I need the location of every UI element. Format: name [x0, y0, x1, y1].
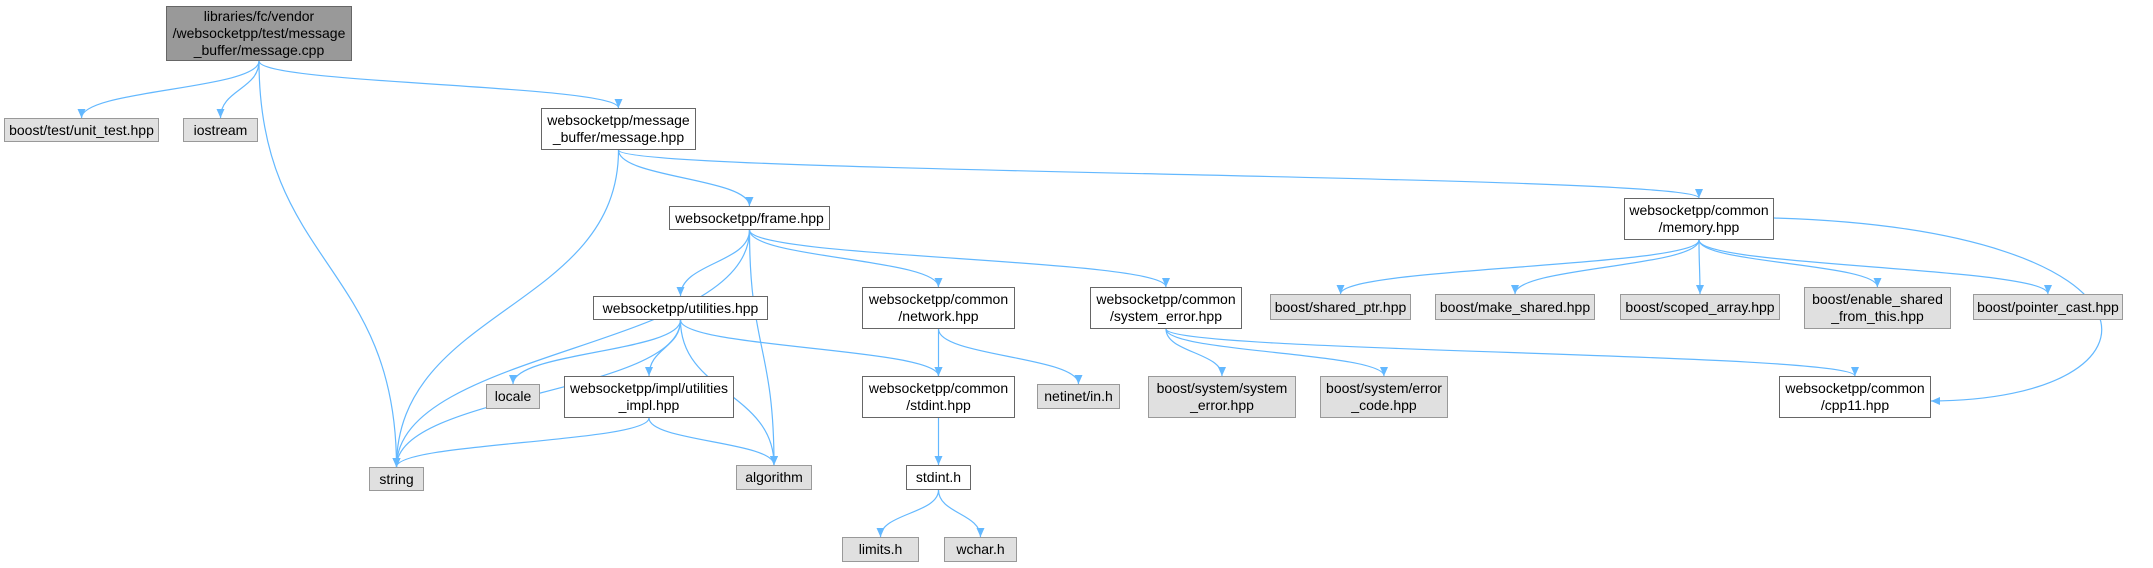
edge-message_hpp-to-frame [617, 149, 751, 207]
edge-memory-to-pointer_cast [1698, 239, 2049, 295]
edge-memory-to-make_shared [1514, 239, 1700, 295]
arrowhead-icon [614, 98, 623, 108]
node-cpp11-hpp[interactable]: websocketpp/common /cpp11.hpp [1779, 376, 1931, 418]
node-locale: locale [486, 384, 540, 409]
arrowhead-icon [745, 196, 754, 206]
node-wchar-h: wchar.h [944, 537, 1017, 562]
arrowhead-icon [769, 455, 778, 465]
edge-utilities-to-stdint_hpp [679, 319, 940, 377]
node-netinet-in-h: netinet/in.h [1037, 384, 1120, 409]
node-message-hpp[interactable]: websocketpp/message _buffer/message.hpp [541, 108, 696, 150]
node-boost-scoped-array-hpp: boost/scoped_array.hpp [1620, 294, 1780, 320]
arrowhead-icon [1074, 375, 1083, 384]
edge-utilities_impl-to-algorithm [648, 417, 775, 466]
node-utilities-hpp[interactable]: websocketpp/utilities.hpp [593, 296, 768, 320]
edge-root-to-message_hpp [258, 60, 620, 109]
edge-frame-to-network [748, 229, 940, 288]
edge-message_hpp-to-memory [617, 149, 1700, 199]
arrowhead-icon [1380, 366, 1388, 376]
edge-frame-to-algorithm [748, 229, 775, 466]
node-boost-system-error-code-hpp: boost/system/error _code.hpp [1320, 376, 1448, 418]
edge-message_hpp-to-string [395, 149, 620, 468]
arrowhead-icon [1218, 366, 1226, 376]
edge-stdint_h-to-wchar [937, 489, 982, 538]
edge-root-to-string [258, 60, 398, 468]
node-stdint-h[interactable]: stdint.h [906, 465, 971, 490]
edge-network-to-netinet [937, 328, 1080, 385]
arrowhead-icon [2044, 285, 2052, 294]
node-limits-h: limits.h [842, 537, 919, 562]
node-boost-system-system-error-hpp: boost/system/system _error.hpp [1148, 376, 1296, 418]
arrowhead-icon [644, 367, 653, 376]
node-utilities-impl-hpp[interactable]: websocketpp/impl/utilities _impl.hpp [564, 376, 734, 418]
arrowhead-icon [934, 366, 943, 376]
arrowhead-icon [508, 375, 517, 384]
arrowhead-icon [1851, 366, 1859, 376]
arrowhead-icon [1873, 277, 1882, 287]
edge-frame-to-string [395, 229, 751, 468]
node-iostream: iostream [183, 118, 258, 142]
edge-memory-to-enable_shared [1698, 239, 1879, 288]
node-frame-hpp[interactable]: websocketpp/frame.hpp [669, 206, 830, 230]
arrowhead-icon [77, 108, 86, 118]
arrowhead-icon [934, 278, 943, 287]
arrowhead-icon [392, 457, 401, 467]
node-network-hpp[interactable]: websocketpp/common /network.hpp [862, 287, 1015, 329]
node-boost-make-shared-hpp: boost/make_shared.hpp [1435, 294, 1595, 320]
arrowhead-icon [976, 528, 985, 537]
arrowhead-icon [216, 108, 225, 118]
node-boost-unit-test-hpp: boost/test/unit_test.hpp [4, 118, 159, 142]
node-boost-pointer-cast-hpp: boost/pointer_cast.hpp [1973, 294, 2123, 320]
arrowhead-icon [934, 455, 943, 465]
edge-utilities-to-locale [512, 319, 682, 385]
arrowhead-icon [1511, 285, 1519, 294]
edge-utilities_impl-to-string [395, 417, 650, 468]
edge-system_error-to-sys_error_code [1165, 328, 1385, 377]
arrowhead-icon [876, 528, 885, 537]
node-memory-hpp[interactable]: websocketpp/common /memory.hpp [1624, 198, 1774, 240]
arrowhead-icon [1336, 285, 1345, 294]
node-stdint-hpp[interactable]: websocketpp/common /stdint.hpp [862, 376, 1015, 418]
node-algorithm: algorithm [736, 465, 812, 490]
edge-frame-to-system_error [748, 229, 1167, 288]
arrowhead-icon [1162, 278, 1170, 287]
edge-frame-to-utilities [679, 229, 751, 297]
arrowhead-icon [676, 287, 685, 296]
edge-system_error-to-cpp11 [1165, 328, 1856, 377]
node-boost-enable-shared-from-this-hpp: boost/enable_shared _from_this.hpp [1804, 287, 1951, 329]
node-system-error-hpp[interactable]: websocketpp/common /system_error.hpp [1090, 287, 1242, 329]
node-message-cpp[interactable]: libraries/fc/vendor /websocketpp/test/me… [166, 6, 352, 61]
node-boost-shared-ptr-hpp: boost/shared_ptr.hpp [1270, 294, 1411, 320]
arrowhead-icon [1695, 188, 1703, 198]
edge-memory-to-shared_ptr [1339, 239, 1700, 295]
edge-root-to-unit_test [80, 60, 260, 119]
arrowhead-icon [1696, 285, 1704, 294]
arrowhead-icon [1931, 396, 1941, 405]
edge-stdint_h-to-limits [879, 489, 940, 538]
node-string: string [369, 467, 424, 491]
